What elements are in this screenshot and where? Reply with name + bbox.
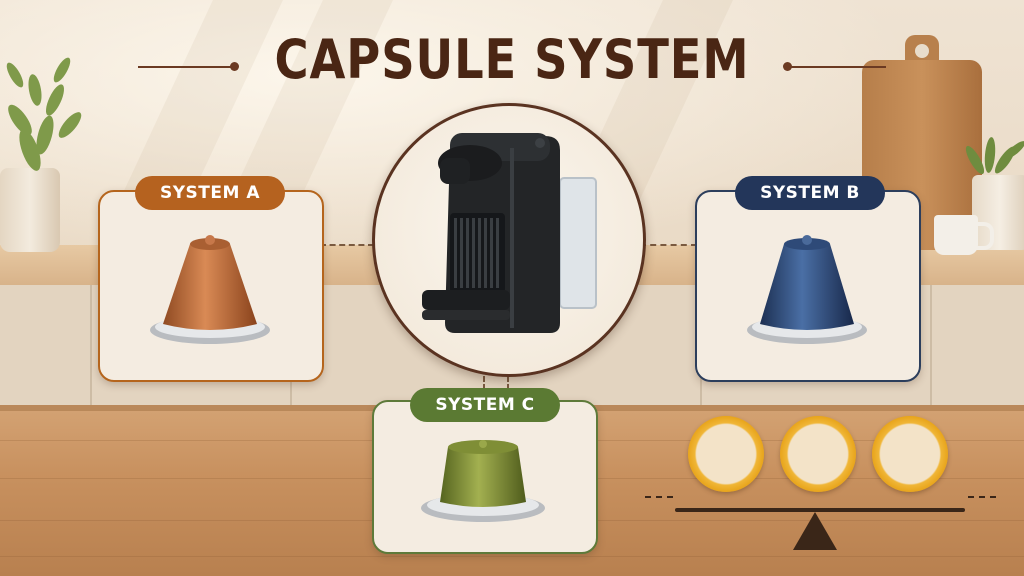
system-c-badge: SYSTEM C [410, 388, 560, 422]
espresso-machine-icon [422, 133, 597, 333]
coffee-capsule-icon [150, 235, 270, 344]
title-dot-left [230, 62, 239, 71]
plant-leaves-icon [965, 137, 1024, 175]
connector-c [507, 368, 509, 390]
mug-handle [974, 222, 994, 250]
connector-b [640, 244, 697, 246]
scale-dash-left [645, 496, 673, 498]
coin-icon [780, 416, 856, 492]
system-b-badge: SYSTEM B [735, 176, 885, 210]
coin-icon [688, 416, 764, 492]
balance-fulcrum [793, 512, 837, 550]
plant-pot [972, 175, 1024, 250]
page-title: CAPSULE SYSTEM [274, 28, 750, 91]
coin-icon [872, 416, 948, 492]
scale-dash-right [968, 496, 996, 498]
title-dot-right [783, 62, 792, 71]
plant-leaves-icon [6, 57, 82, 171]
mug [934, 215, 978, 255]
system-a-badge: SYSTEM A [135, 176, 285, 210]
plant-pot [0, 168, 60, 252]
coffee-capsule-icon [747, 235, 867, 344]
cabinet-divider [90, 285, 92, 405]
coffee-capsule-icon [421, 440, 545, 522]
connector-c [483, 368, 485, 390]
connector-a [320, 244, 374, 246]
wood-grain [0, 556, 1024, 557]
title-rule-right [790, 66, 886, 68]
cutting-board-hole [915, 44, 929, 58]
title-rule-left [138, 66, 234, 68]
balance-scale-icon [675, 508, 965, 512]
cabinet-divider [930, 285, 932, 405]
